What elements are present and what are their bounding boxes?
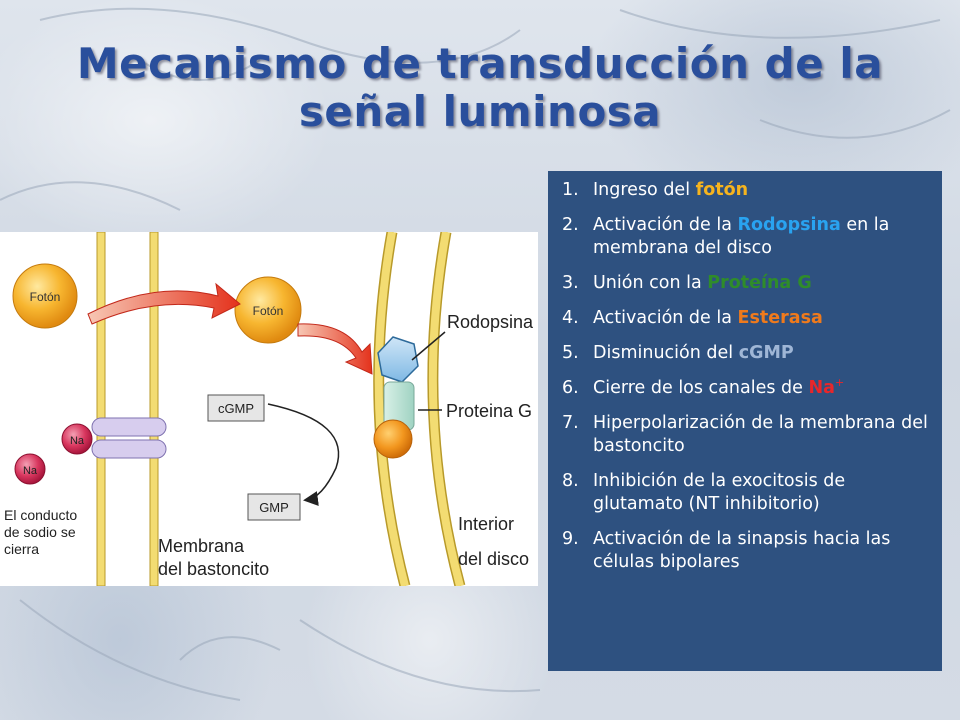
step-number: 3. — [562, 273, 579, 293]
rod-membrane-inner — [149, 232, 159, 586]
step-highlight: Proteína G — [707, 273, 812, 293]
step-highlight: Esterasa — [737, 308, 823, 328]
cgmp-label: cGMP — [218, 401, 254, 416]
transduction-diagram: Fotón Fotón Rodopsina Proteina G cGMP GM… — [0, 232, 538, 586]
step-text-tail: en la membrana del disco — [593, 215, 890, 258]
step-text: Unión con la — [593, 273, 708, 293]
step-highlight: cGMP — [738, 343, 794, 363]
step-number: 9. — [562, 529, 579, 549]
photon-right-label: Fotón — [253, 304, 284, 318]
disc-membrane-outer — [374, 232, 409, 586]
step-number: 7. — [562, 413, 579, 433]
membrane-caption-line-2: del bastoncito — [158, 559, 269, 579]
step-text: Disminución del — [593, 343, 739, 363]
step-highlight: Rodopsina — [737, 215, 841, 235]
sodium-channel-bottom — [91, 439, 167, 459]
title-line-2: señal luminosa — [298, 87, 662, 136]
rodopsina-pointer — [411, 331, 446, 361]
step-superscript: + — [834, 376, 845, 390]
step-item: 9. Activación de la sinapsis hacia las cé… — [562, 528, 928, 574]
esterasa-sphere — [373, 419, 413, 459]
step-number: 2. — [562, 215, 579, 235]
photon-right — [234, 276, 302, 344]
step-item: 1. Ingreso del fotón — [562, 179, 928, 202]
step-number: 1. — [562, 180, 579, 200]
step-number: 6. — [562, 378, 579, 398]
photon-arrow-1 — [87, 282, 241, 325]
photon-left-label: Fotón — [30, 290, 61, 304]
rod-membrane-outer — [96, 232, 106, 586]
step-highlight: fotón — [695, 180, 749, 200]
step-item: 8. Inhibición de la exocitosis de glutama… — [562, 470, 928, 516]
step-number: 4. — [562, 308, 579, 328]
steps-panel: 1. Ingreso del fotón 2. Activación de la Ro… — [548, 171, 942, 671]
step-number: 5. — [562, 343, 579, 363]
step-number: 8. — [562, 471, 579, 491]
step-item: 3. Unión con la Proteína G — [562, 272, 928, 295]
disc-caption-line-2: del disco — [458, 549, 529, 569]
diagram-canvas: Fotón Fotón Rodopsina Proteina G cGMP GM… — [4, 232, 534, 586]
proteina-g-label: Proteina G — [446, 401, 532, 421]
step-text: Hiperpolarización de la membrana del bas… — [593, 413, 928, 456]
step-item: 7. Hiperpolarización de la membrana del b… — [562, 412, 928, 458]
cgmp-box — [207, 394, 265, 422]
na-ion-2-label: Na — [23, 465, 38, 477]
sodium-channel-top — [91, 417, 167, 437]
cgmp-to-gmp-arrow — [267, 403, 340, 506]
disc-caption-line-1: Interior — [458, 514, 514, 534]
step-item: 4. Activación de la Esterasa — [562, 307, 928, 330]
membrane-caption-line-1: Membrana — [158, 536, 245, 556]
channel-caption-line-1: El conducto — [4, 507, 77, 523]
step-text: Activación de la — [593, 308, 738, 328]
steps-list: 1. Ingreso del fotón 2. Activación de la Ro… — [562, 179, 928, 574]
step-item: 6. Cierre de los canales de Na+ — [562, 377, 928, 400]
photon-arrow-2 — [297, 323, 373, 375]
gmp-box — [247, 493, 301, 521]
step-text: Inhibición de la exocitosis de glutamato… — [593, 471, 846, 514]
rodopsina-label: Rodopsina — [447, 312, 534, 332]
step-text: Activación de la — [593, 215, 738, 235]
gmp-label: GMP — [259, 500, 289, 515]
step-highlight: Na — [808, 378, 835, 398]
step-text: Ingreso del — [593, 180, 696, 200]
step-text: Activación de la sinapsis hacia las célu… — [593, 529, 891, 572]
na-ion-2 — [14, 453, 46, 485]
channel-caption-line-3: cierra — [4, 541, 39, 557]
title-line-1: Mecanismo de transducción de la — [76, 39, 884, 88]
step-item: 5. Disminución del cGMP — [562, 342, 928, 365]
na-ion-1-label: Na — [70, 435, 85, 447]
channel-caption-line-2: de sodio se — [4, 524, 76, 540]
na-ion-1 — [61, 423, 93, 455]
slide-title: Mecanismo de transducción de la señal lu… — [20, 40, 940, 136]
photon-left — [12, 263, 78, 329]
step-item: 2. Activación de la Rodopsina en la membr… — [562, 214, 928, 260]
step-text: Cierre de los canales de — [593, 378, 809, 398]
